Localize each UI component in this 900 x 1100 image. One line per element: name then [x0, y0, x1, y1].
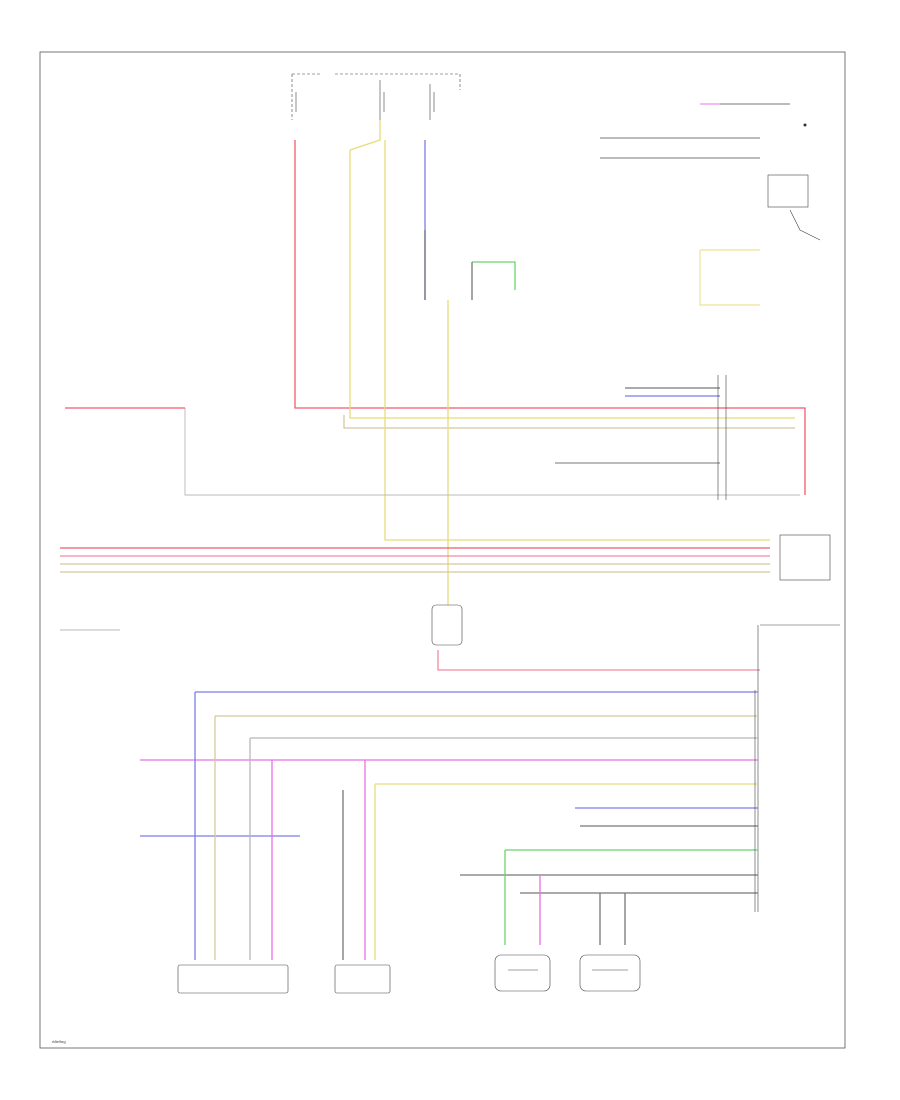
vertical-feed-wires [294, 120, 806, 605]
fuse-panel-area [291, 73, 461, 120]
page-code: rt8e9eg [52, 1039, 66, 1044]
tcm-module [754, 624, 840, 912]
top-right-components [600, 103, 821, 306]
lower-harness [140, 625, 759, 912]
diagram-frame [39, 51, 846, 1049]
middle-connector-block [65, 375, 800, 500]
bottom-sensors [177, 954, 641, 994]
center-sensor [431, 604, 760, 671]
sensor-drop-wires [194, 692, 626, 960]
main-bus-wires [60, 534, 831, 631]
